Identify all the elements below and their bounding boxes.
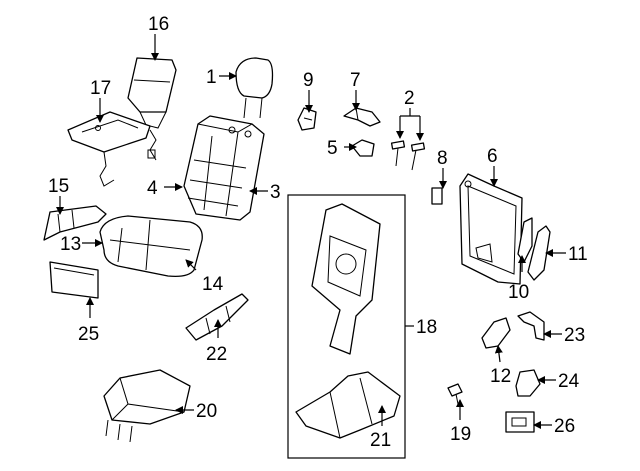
callout-10: 10 (508, 282, 529, 303)
part-8-plug (431, 187, 443, 205)
callout-4: 4 (147, 178, 158, 199)
leader-lines (56, 34, 566, 429)
part-17-cushion-cover (67, 111, 157, 187)
callout-19: 19 (450, 424, 471, 445)
part-13-seat-cushion (99, 215, 203, 278)
callout-12: 12 (490, 366, 511, 387)
callout-22: 22 (206, 344, 227, 365)
callout-21: 21 (370, 430, 391, 451)
leader-12 (494, 345, 503, 363)
part-25-pad (49, 261, 99, 299)
part-22-frame-bracket (185, 293, 249, 341)
callout-11: 11 (568, 244, 588, 265)
callout-3: 3 (270, 182, 281, 203)
leader-14 (185, 259, 197, 271)
callout-14: 14 (202, 274, 224, 295)
callout-9: 9 (303, 70, 314, 91)
callout-1: 1 (206, 67, 217, 88)
callout-7: 7 (350, 70, 361, 91)
part-26-switch (505, 411, 535, 433)
callout-24: 24 (558, 371, 580, 392)
part-24-latch (515, 369, 541, 397)
callout-23: 23 (564, 325, 585, 346)
part-11-side-trim (527, 225, 551, 281)
callout-20: 20 (196, 401, 217, 422)
part-20-base-frame (103, 369, 191, 443)
callout-26: 26 (554, 416, 575, 437)
part-18-seat-frame (311, 203, 381, 355)
callout-15: 15 (48, 176, 69, 197)
callout-16: 16 (148, 14, 169, 35)
part-12-bracket (481, 317, 511, 349)
part-9-trim-cap (297, 107, 317, 131)
part-7-bracket (343, 107, 381, 127)
callout-8: 8 (437, 148, 448, 169)
part-6-rear-panel (459, 173, 523, 285)
callout-17: 17 (90, 78, 111, 99)
callout-5: 5 (327, 138, 338, 159)
callout-13: 13 (60, 234, 81, 255)
part-1-headrest (235, 57, 274, 119)
part-2-headrest-guides (390, 140, 426, 171)
callout-2: 2 (404, 88, 415, 109)
part-23-clip (517, 311, 545, 341)
part-5-clip (351, 139, 375, 157)
part-16-seatback-cover (127, 57, 177, 129)
part-3-seatback-assembly (183, 115, 265, 221)
callout-labels: 16 17 1 9 7 2 5 8 6 4 3 15 13 14 10 11 2… (48, 14, 588, 451)
callout-6: 6 (487, 146, 498, 167)
part-21-lower-frame (295, 371, 401, 439)
callout-18: 18 (416, 317, 437, 338)
callout-25: 25 (78, 324, 99, 345)
